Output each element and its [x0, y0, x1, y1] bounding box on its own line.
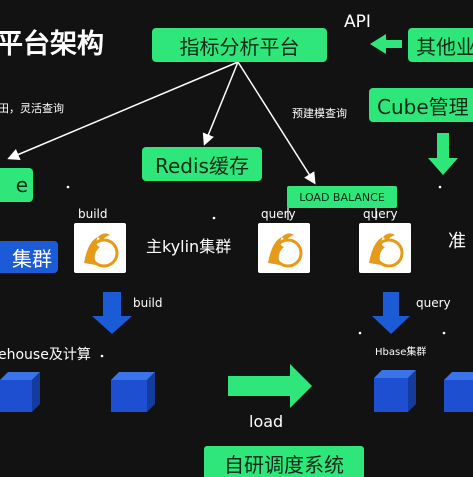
dispatch-system-node: 自研调度系统	[204, 446, 364, 477]
query-down-arrow	[372, 292, 410, 334]
hbase-cluster-label: Hbase集群	[375, 347, 427, 358]
left-cluster-node: 集群	[0, 241, 58, 273]
hbase-cube-icon	[374, 370, 416, 412]
left-node: e	[0, 168, 33, 202]
flexible-query-label: 田，灵活查询	[0, 102, 64, 115]
hbase-cube-icon	[444, 372, 473, 412]
page-title: 平台架构	[0, 29, 104, 60]
cube-management-node: Cube管理	[369, 88, 473, 122]
build-label: build	[78, 207, 108, 221]
arrow-to-left-node	[7, 61, 239, 161]
storage-cube-icon	[0, 372, 40, 412]
kylin-logo-icon	[258, 223, 310, 273]
warehouse-label: ehouse及计算	[0, 347, 91, 363]
cube-down-arrow	[428, 133, 458, 175]
storage-cube-icon	[111, 372, 155, 412]
prebuilt-query-label: 预建模查询	[292, 107, 347, 120]
arrow-to-load-balance	[237, 61, 316, 185]
query-label-mid: query	[261, 207, 296, 221]
load-arrow	[228, 364, 312, 408]
query-arrow-label: query	[416, 296, 451, 310]
other-business-node: 其他业	[408, 28, 473, 62]
main-kylin-cluster-label: 主kylin集群	[146, 237, 232, 256]
redis-cache-node: Redis缓存	[142, 147, 262, 181]
api-arrow	[370, 34, 402, 54]
analytics-platform-node: 指标分析平台	[152, 28, 327, 62]
api-label: API	[344, 12, 371, 32]
build-down-arrow	[92, 292, 132, 334]
query-label-right: query	[363, 207, 398, 221]
arrow-to-redis	[202, 61, 239, 146]
load-label: load	[249, 412, 284, 431]
kylin-logo-icon	[359, 223, 411, 273]
right-cut-label: 准	[448, 231, 466, 252]
load-balance-node: LOAD BALANCE	[287, 186, 397, 208]
build-arrow-label: build	[133, 296, 163, 310]
kylin-logo-icon	[74, 223, 126, 273]
